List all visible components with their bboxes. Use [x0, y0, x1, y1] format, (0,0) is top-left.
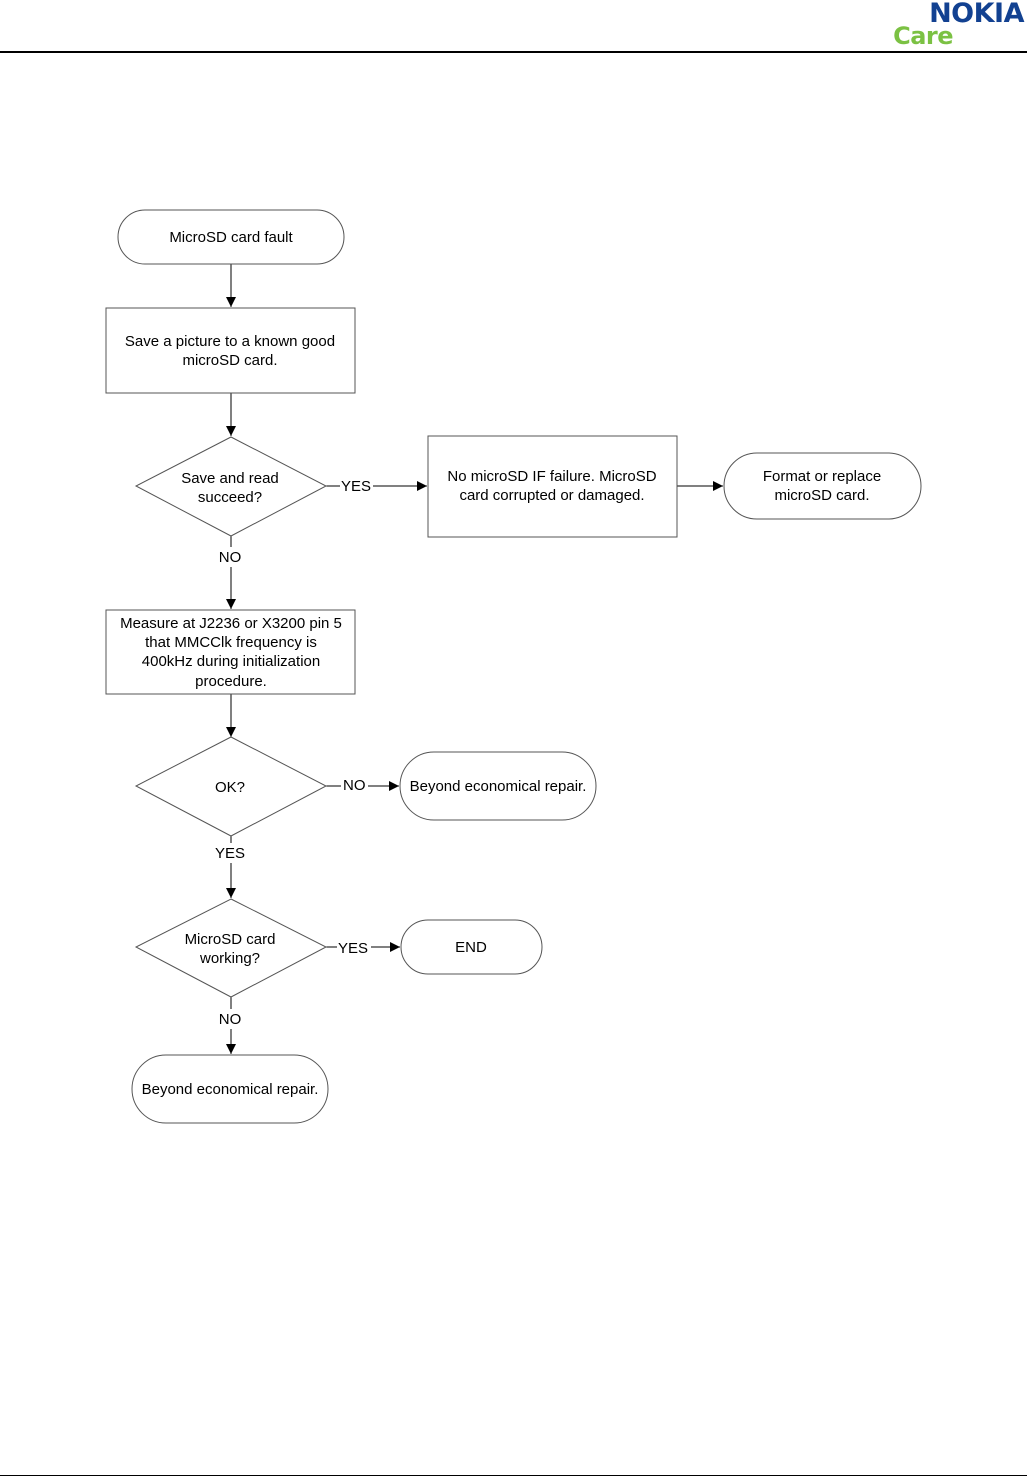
- logo-brand: NOKIA: [929, 0, 1024, 29]
- node-label: card corrupted or damaged.: [459, 487, 644, 504]
- node-label: succeed?: [198, 489, 262, 506]
- logo-sub: Care: [893, 22, 953, 50]
- node-label: OK?: [215, 779, 245, 796]
- node-save-read-decision: Save and read succeed?: [134, 436, 328, 537]
- edge-label-working-no: NO: [219, 1011, 242, 1028]
- node-measure: Measure at J2236 or X3200 pin 5 that MMC…: [105, 609, 356, 695]
- node-format-replace: Format or replace microSD card.: [723, 452, 922, 520]
- node-ber-2: Beyond economical repair.: [131, 1054, 329, 1124]
- node-ber-1: Beyond economical repair.: [399, 751, 597, 821]
- nokia-care-logo: NOKIA Care: [887, 0, 1027, 52]
- node-label: working?: [199, 950, 260, 967]
- edges: [226, 264, 723, 1054]
- node-label: Beyond economical repair.: [410, 778, 587, 795]
- node-ok-decision: OK?: [134, 736, 328, 837]
- node-label: microSD card.: [182, 352, 277, 369]
- node-label: Measure at J2236 or X3200 pin 5: [120, 615, 342, 632]
- header-rule: [0, 51, 1027, 53]
- edge-label-ok-yes: YES: [215, 845, 245, 862]
- edge-labels: YES NO NO YES YES NO: [215, 478, 371, 1028]
- node-no-if-failure: No microSD IF failure. MicroSD card corr…: [427, 435, 678, 538]
- node-label: No microSD IF failure. MicroSD: [447, 468, 656, 485]
- node-label: END: [455, 939, 487, 956]
- node-label: procedure.: [195, 673, 267, 690]
- node-label: Save a picture to a known good: [125, 333, 335, 350]
- node-label: microSD card.: [774, 487, 869, 504]
- node-label: MicroSD card: [185, 931, 276, 948]
- edge-label-working-yes: YES: [338, 940, 368, 957]
- node-label: 400kHz during initialization: [142, 653, 320, 670]
- node-label: Save and read: [181, 470, 279, 487]
- node-working-decision: MicroSD card working?: [134, 898, 328, 998]
- node-label: Beyond economical repair.: [142, 1081, 319, 1098]
- footer-rule: [0, 1475, 1027, 1476]
- node-label: that MMCClk frequency is: [145, 634, 317, 651]
- node-start: MicroSD card fault: [117, 209, 345, 265]
- node-label: MicroSD card fault: [169, 229, 293, 246]
- node-save-picture: Save a picture to a known good microSD c…: [105, 307, 356, 394]
- node-end: END: [400, 919, 543, 975]
- node-label: Format or replace: [763, 468, 881, 485]
- edge-label-ok-no: NO: [343, 777, 366, 794]
- edge-label-save-read-yes: YES: [341, 478, 371, 495]
- edge-label-save-read-no: NO: [219, 549, 242, 566]
